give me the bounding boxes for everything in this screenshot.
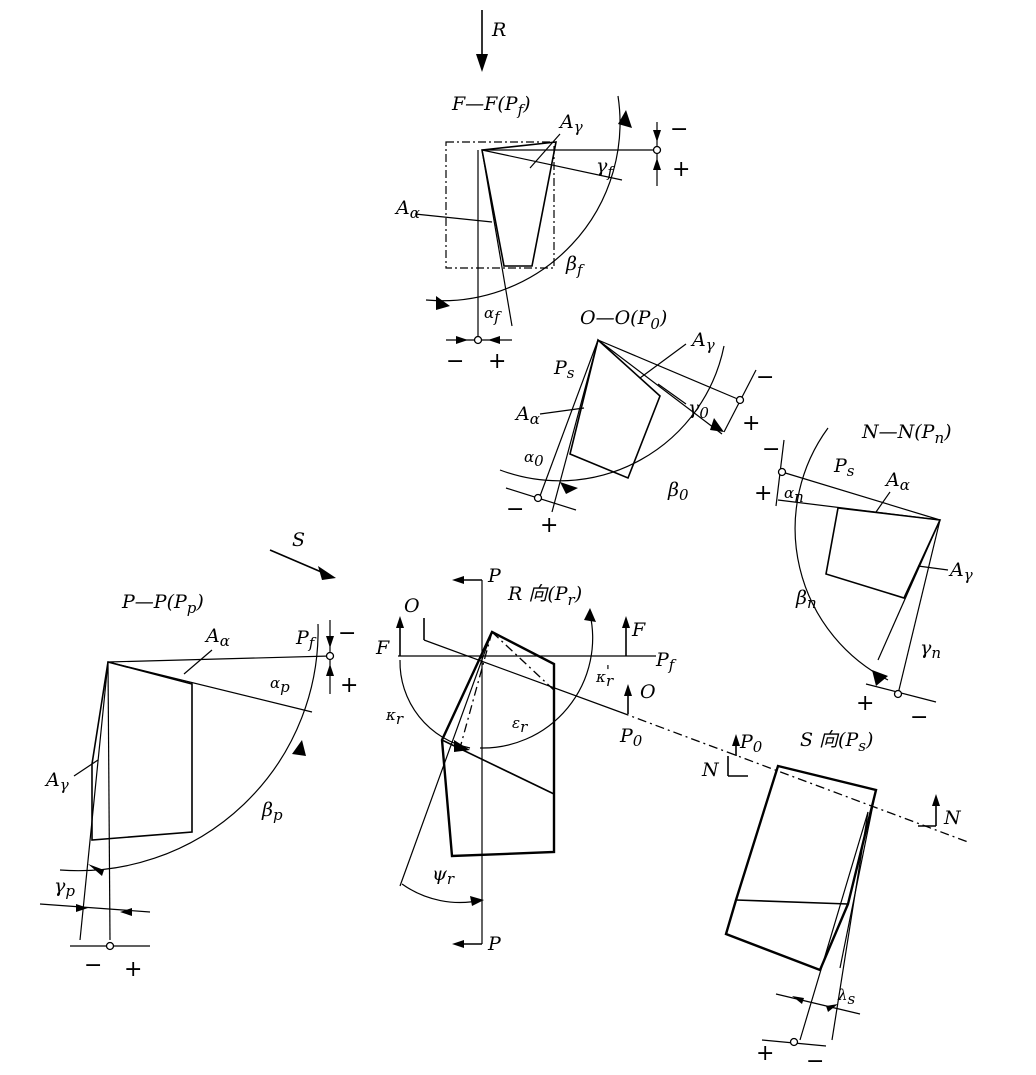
r-view-label-f-left: F bbox=[375, 637, 390, 659]
nn-section-shape bbox=[825, 507, 942, 599]
s-direction-label: S bbox=[292, 529, 305, 551]
ff-section-shape bbox=[481, 141, 557, 267]
pp-label-pf: Pf bbox=[295, 627, 317, 652]
r-view-label-f-right: F bbox=[631, 619, 646, 641]
r-view-label-pf: Pf bbox=[655, 649, 677, 674]
section-pp: P—P(Pp) − + − + Aα Pf αp Aγ βp γp bbox=[39, 591, 358, 982]
oo-label-ps: Ps bbox=[553, 357, 575, 382]
ff-sign-plus-bottom: + bbox=[488, 349, 506, 374]
section-oo: O—O(P0) − + − + Ps Aγ Aα γ0 α0 β0 bbox=[499, 307, 774, 538]
ff-label-alpha-f: αf bbox=[484, 304, 502, 326]
pp-label-alpha-p: αp bbox=[270, 674, 290, 696]
ff-sign-minus-bottom: − bbox=[446, 349, 464, 374]
nn-title: N—N(Pn) bbox=[861, 421, 952, 447]
r-view-tool-body bbox=[440, 630, 556, 858]
s-view-sign-minus: − bbox=[806, 1049, 824, 1074]
oo-label-a-gamma: Aγ bbox=[690, 329, 715, 354]
pp-sign-plus-bottom: + bbox=[124, 957, 142, 982]
nn-label-a-gamma: Aγ bbox=[948, 559, 973, 584]
oo-label-a-alpha: Aα bbox=[514, 403, 540, 428]
s-view-tool-body bbox=[724, 764, 878, 972]
oo-label-gamma-0: γ0 bbox=[688, 397, 709, 422]
pp-label-beta-p: βp bbox=[261, 799, 283, 824]
pp-sign-minus: − bbox=[338, 621, 356, 646]
r-view-label-epsilon-r: εr bbox=[512, 714, 528, 736]
pp-sign-minus-bottom: − bbox=[84, 953, 102, 978]
r-direction-arrow: R bbox=[476, 10, 506, 72]
pp-label-a-alpha: Aα bbox=[204, 625, 230, 650]
r-view-label-o-left: O bbox=[404, 595, 420, 617]
s-view: S 向(Ps) N P0 N λs + − bbox=[619, 711, 969, 1074]
ff-sign-plus: + bbox=[672, 157, 690, 182]
ff-label-a-alpha: Aα bbox=[394, 197, 420, 222]
pp-section-shape bbox=[91, 661, 193, 841]
s-view-label-lambda-s: λs bbox=[837, 986, 856, 1008]
nn-label-alpha-n: αn bbox=[784, 484, 804, 506]
oo-title: O—O(P0) bbox=[580, 307, 667, 333]
s-direction-arrow: S bbox=[269, 529, 336, 580]
oo-sign-plus-bottom: + bbox=[540, 513, 558, 538]
nn-sign-minus: − bbox=[762, 437, 780, 462]
pp-label-a-gamma: Aγ bbox=[44, 769, 69, 794]
oo-label-alpha-0: α0 bbox=[524, 448, 544, 470]
oo-sign-plus: + bbox=[742, 411, 760, 436]
ff-title: F—F(Pf) bbox=[451, 93, 531, 119]
section-nn: N—N(Pn) − + + − Ps Aα αn Aγ βn γn bbox=[754, 421, 973, 730]
ff-bounding-rect bbox=[445, 141, 555, 269]
s-view-label-n-right: N bbox=[943, 807, 962, 829]
ff-label-gamma-f: γf bbox=[596, 155, 615, 181]
pp-sign-plus: + bbox=[340, 673, 358, 698]
oo-sign-minus: − bbox=[756, 365, 774, 390]
r-view-label-psi-r: ψr bbox=[432, 863, 455, 888]
r-view: R 向(Pr) P P Pf F F O O bbox=[375, 565, 677, 955]
oo-section-shape bbox=[569, 338, 661, 480]
r-view-label-o-right: O bbox=[640, 681, 656, 703]
s-view-label-p0: P0 bbox=[739, 731, 763, 756]
r-view-label-kappa-r-prime: κ'r bbox=[595, 662, 614, 690]
ff-label-beta-f: βf bbox=[565, 253, 585, 279]
pp-title: P—P(Pp) bbox=[121, 591, 204, 617]
oo-label-beta-0: β0 bbox=[667, 479, 689, 504]
s-view-label-n-left: N bbox=[701, 759, 720, 781]
ff-label-a-gamma: Aγ bbox=[558, 111, 583, 136]
nn-label-gamma-n: γn bbox=[920, 637, 941, 662]
r-view-label-p-top: P bbox=[487, 565, 502, 587]
s-view-title: S 向(Ps) bbox=[800, 729, 873, 755]
r-view-label-p0: P0 bbox=[619, 725, 643, 750]
nn-label-a-alpha: Aα bbox=[884, 469, 910, 494]
ff-sign-minus: − bbox=[670, 117, 688, 142]
nn-label-ps: Ps bbox=[833, 455, 855, 480]
nn-sign-plus: + bbox=[754, 481, 772, 506]
s-view-sign-plus: + bbox=[756, 1041, 774, 1066]
section-ff: F—F(Pf) − + − + Aα Aγ γf βf αf bbox=[394, 93, 690, 374]
nn-label-beta-n: βn bbox=[795, 587, 817, 612]
pp-label-gamma-p: γp bbox=[54, 875, 75, 900]
nn-sign-minus-bottom: − bbox=[910, 705, 928, 730]
r-view-label-kappa-r: κr bbox=[385, 706, 404, 728]
r-view-label-p-bottom: P bbox=[487, 933, 502, 955]
nn-sign-plus-bottom: + bbox=[856, 691, 874, 716]
oo-sign-minus-bottom: − bbox=[506, 497, 524, 522]
r-view-title: R 向(Pr) bbox=[507, 583, 582, 609]
r-direction-label: R bbox=[491, 19, 506, 41]
